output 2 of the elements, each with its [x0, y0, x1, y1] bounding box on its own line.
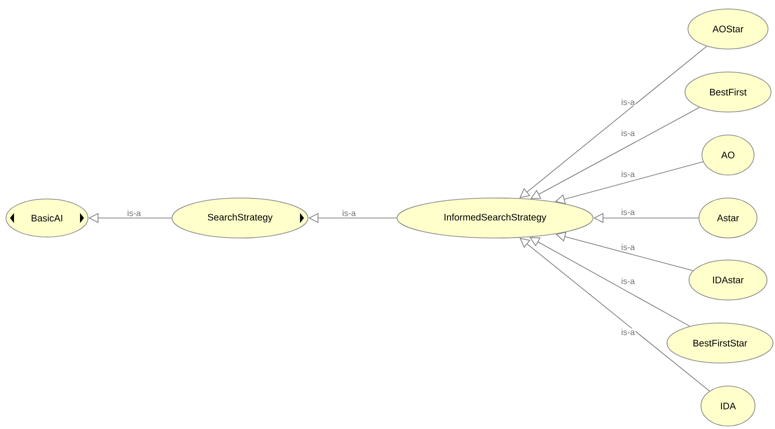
is-a-arrow [556, 232, 694, 272]
is-a-arrow [520, 238, 710, 392]
